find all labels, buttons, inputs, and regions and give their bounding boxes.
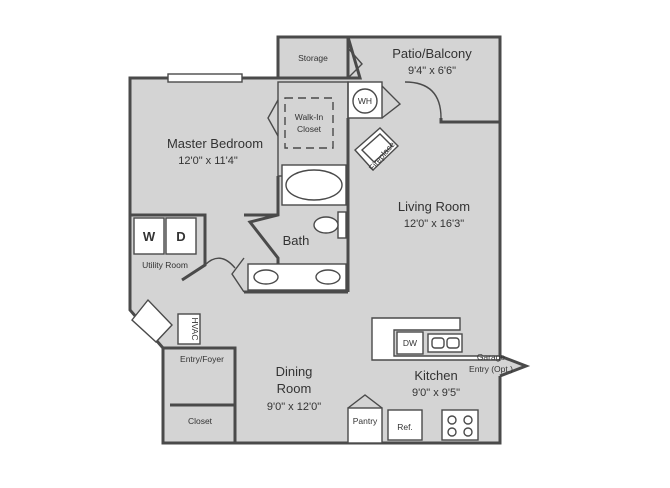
garage-label-2: Entry (Opt.)	[469, 364, 513, 374]
storage-door	[347, 47, 363, 79]
utility-door	[204, 257, 236, 269]
kitchen-counter	[371, 317, 501, 361]
pantry	[347, 407, 383, 444]
dining-name-1: Dining	[276, 364, 313, 379]
washer-label: W	[143, 229, 156, 244]
closet-bottom-label: Closet	[188, 416, 213, 426]
walk-in-label: Walk-In	[295, 112, 324, 122]
dishwasher	[396, 331, 424, 355]
sink-right	[315, 269, 341, 285]
utility-wall	[130, 213, 207, 282]
outer-wall	[276, 35, 502, 356]
utility-label: Utility Room	[142, 260, 188, 270]
bath-door	[231, 257, 245, 293]
walk-in-closet-shelf	[284, 97, 334, 149]
garage-entry-door	[499, 354, 531, 378]
wh-door	[381, 85, 402, 119]
dryer	[165, 217, 197, 255]
bath-label: Bath	[283, 233, 310, 248]
washer	[133, 217, 165, 255]
kitchen-name: Kitchen	[414, 368, 457, 383]
closet-door	[267, 99, 279, 137]
entry-bench	[131, 298, 173, 343]
burner-3	[447, 427, 457, 437]
floor-area	[130, 37, 526, 443]
pantry-door	[347, 394, 383, 409]
dining-name-2: Room	[277, 381, 312, 396]
dining-dims: 9'0" x 12'0"	[267, 401, 321, 413]
master-name: Master Bedroom	[167, 136, 263, 151]
burner-2	[463, 415, 473, 425]
patio-name: Patio/Balcony	[392, 46, 472, 61]
sink-bowl-left	[431, 337, 445, 349]
patio-dims: 9'4" x 6'6"	[408, 65, 456, 77]
dryer-label: D	[176, 229, 185, 244]
living-dims: 12'0" x 16'3"	[404, 218, 464, 230]
ref-label: Ref.	[397, 422, 413, 432]
closet-label: Closet	[297, 124, 322, 134]
toilet-tank	[337, 211, 347, 239]
burner-4	[463, 427, 473, 437]
tub-basin	[285, 169, 343, 201]
sink-bowl-right	[446, 337, 460, 349]
outer-wall-right-lower	[161, 348, 502, 445]
hvac-unit	[177, 313, 201, 345]
entry-wall	[163, 346, 237, 443]
dw-label: DW	[403, 338, 417, 348]
toilet-bowl	[313, 216, 339, 234]
water-heater	[352, 88, 378, 114]
master-dims: 12'0" x 11'4"	[178, 155, 238, 167]
pantry-label: Pantry	[353, 416, 378, 426]
hvac-label: HVAC	[190, 318, 200, 341]
refrigerator	[387, 409, 423, 441]
window	[167, 73, 243, 83]
fireplace-box	[360, 133, 394, 163]
kitchen-dims: 9'0" x 9'5"	[412, 387, 460, 399]
garage-label-1: Garage	[477, 352, 506, 362]
patio-inner-wall	[439, 118, 500, 124]
sink-left	[253, 269, 279, 285]
burner-1	[447, 415, 457, 425]
storage-label: Storage	[298, 53, 328, 63]
patio-door-swing	[404, 81, 442, 119]
fireplace-hearth	[354, 127, 400, 172]
living-name: Living Room	[398, 199, 470, 214]
stove	[441, 409, 479, 441]
wh-label: WH	[358, 96, 372, 106]
patio-wall	[346, 36, 363, 80]
bath-wall	[247, 176, 280, 264]
entry-label: Entry/Foyer	[180, 354, 224, 364]
